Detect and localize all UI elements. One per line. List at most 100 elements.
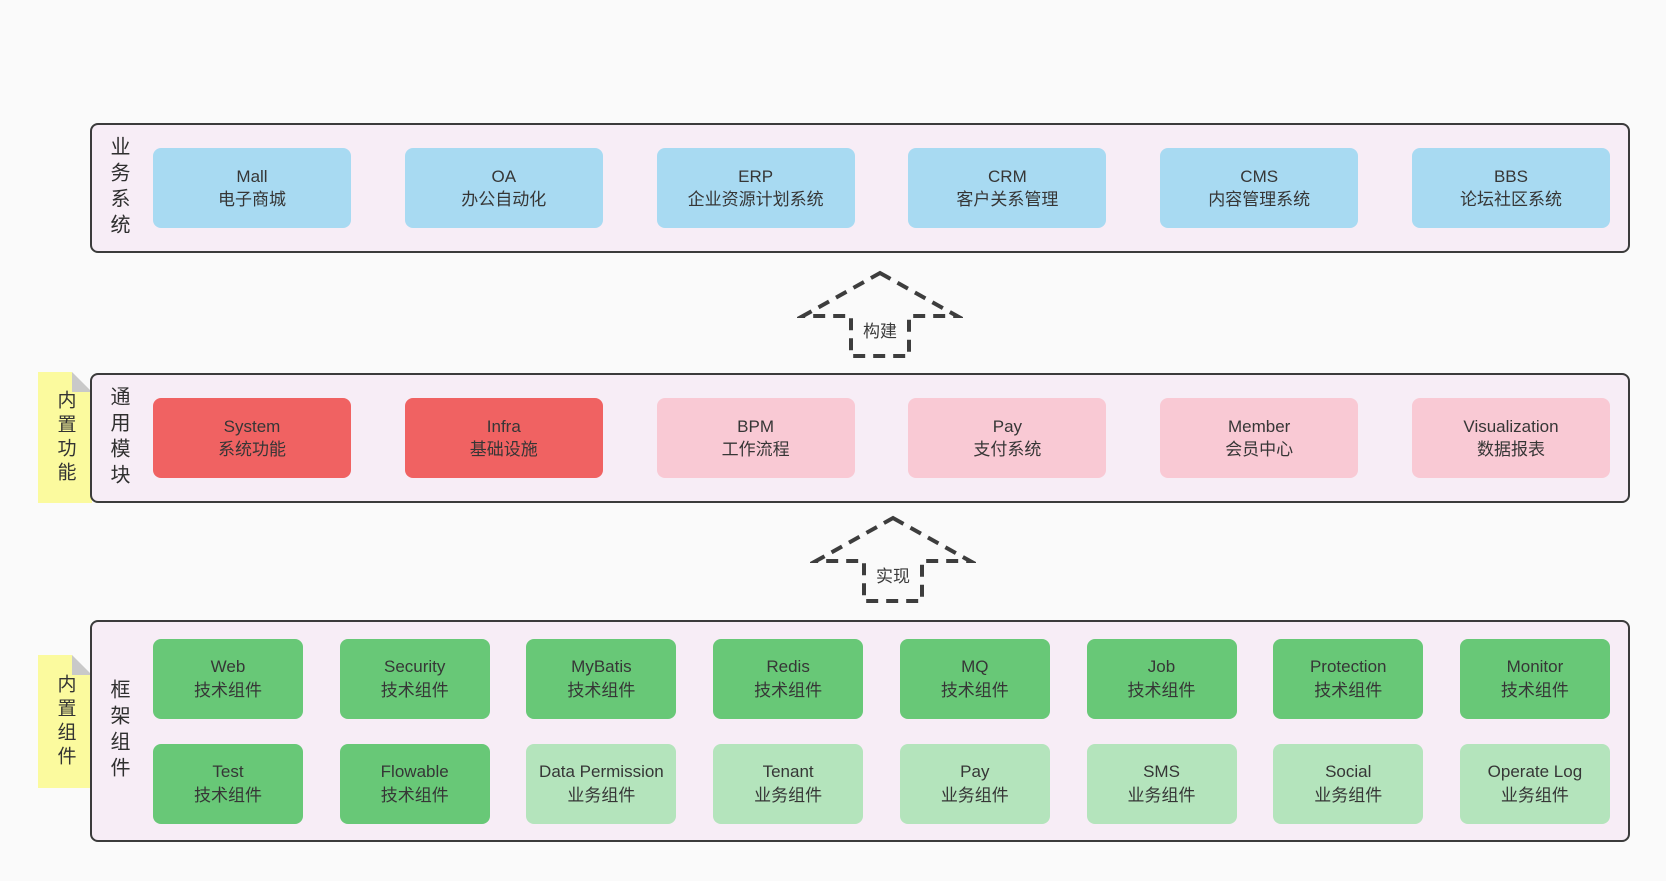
module-box-subtitle: 技术组件 bbox=[1314, 680, 1383, 700]
panel-title-business-systems: 业务系统 bbox=[107, 136, 129, 240]
module-box-mall: Mall 电子商城 bbox=[153, 148, 351, 228]
module-box-subtitle: 业务组件 bbox=[1500, 785, 1569, 805]
module-box-title: Test bbox=[212, 762, 244, 782]
module-box-security: Security 技术组件 bbox=[339, 638, 490, 719]
module-box-operate-log: Operate Log 业务组件 bbox=[1459, 743, 1610, 824]
module-box-web: Web 技术组件 bbox=[153, 638, 303, 719]
module-box-monitor: Monitor 技术组件 bbox=[1459, 638, 1610, 719]
panel-title-framework-components: 框架组件 bbox=[107, 679, 129, 783]
module-box-protection: Protection 技术组件 bbox=[1273, 638, 1424, 719]
folded-corner-icon bbox=[72, 655, 92, 675]
module-box-title: Data Permission bbox=[539, 762, 664, 782]
module-box-system: System 系统功能 bbox=[153, 398, 351, 478]
module-box-test: Test 技术组件 bbox=[153, 743, 303, 824]
implement-arrow-label: 实现 bbox=[872, 561, 914, 588]
module-box-tenant: Tenant 业务组件 bbox=[713, 743, 864, 824]
module-box-title: SMS bbox=[1143, 762, 1180, 782]
module-box-subtitle: 客户关系管理 bbox=[956, 190, 1059, 209]
module-box-sms: SMS 业务组件 bbox=[1086, 743, 1237, 824]
module-box-title: System bbox=[223, 416, 281, 436]
module-box-mq: MQ 技术组件 bbox=[899, 638, 1050, 719]
module-box-title: Mall bbox=[236, 166, 268, 186]
module-box-subtitle: 技术组件 bbox=[194, 785, 262, 805]
module-box-subtitle: 业务组件 bbox=[940, 785, 1009, 805]
module-box-subtitle: 业务组件 bbox=[567, 785, 636, 805]
module-box-job: Job 技术组件 bbox=[1086, 638, 1237, 719]
module-box-mybatis: MyBatis 技术组件 bbox=[526, 638, 677, 719]
module-box-visualization: Visualization 数据报表 bbox=[1411, 398, 1610, 478]
module-box-crm: CRM 客户关系管理 bbox=[908, 148, 1107, 228]
module-box-title: Flowable bbox=[380, 762, 449, 782]
folded-corner-icon bbox=[72, 372, 92, 392]
module-box-title: CMS bbox=[1240, 166, 1279, 186]
module-box-subtitle: 技术组件 bbox=[1500, 680, 1569, 700]
module-box-subtitle: 会员中心 bbox=[1225, 440, 1294, 459]
module-box-title: Security bbox=[383, 657, 446, 677]
module-box-title: Infra bbox=[486, 416, 521, 436]
module-box-subtitle: 技术组件 bbox=[940, 680, 1009, 700]
sticky-note-built-in-features: 内置功能 bbox=[38, 372, 92, 503]
module-box-subtitle: 技术组件 bbox=[194, 680, 262, 700]
module-box-subtitle: 内容管理系统 bbox=[1208, 190, 1311, 209]
module-box-subtitle: 技术组件 bbox=[380, 680, 449, 700]
module-box-subtitle: 系统功能 bbox=[218, 440, 286, 459]
module-box-title: Monitor bbox=[1506, 657, 1564, 677]
module-box-title: MyBatis bbox=[571, 657, 632, 677]
implement-arrow: 实现 bbox=[810, 513, 976, 605]
module-box-subtitle: 技术组件 bbox=[380, 785, 449, 805]
build-arrow: 构建 bbox=[797, 268, 963, 360]
module-box-bpm: BPM 工作流程 bbox=[656, 398, 855, 478]
module-box-subtitle: 技术组件 bbox=[567, 680, 636, 700]
panel-framework-components: 框架组件 Web 技术组件 Security 技术组件 MyBatis 技术组件 Redis… bbox=[90, 620, 1630, 842]
module-box-subtitle: 论坛社区系统 bbox=[1459, 190, 1562, 209]
module-box-erp: ERP 企业资源计划系统 bbox=[656, 148, 855, 228]
module-box-subtitle: 数据报表 bbox=[1476, 440, 1545, 459]
module-box-data-permission: Data Permission 业务组件 bbox=[526, 743, 677, 824]
module-box-title: Tenant bbox=[762, 762, 814, 782]
module-box-subtitle: 技术组件 bbox=[1127, 680, 1196, 700]
module-box-title: Job bbox=[1147, 657, 1176, 677]
module-box-subtitle: 业务组件 bbox=[1314, 785, 1383, 805]
module-box-bbs: BBS 论坛社区系统 bbox=[1411, 148, 1610, 228]
module-box-subtitle: 业务组件 bbox=[1127, 785, 1196, 805]
module-box-title: Visualization bbox=[1463, 416, 1559, 436]
module-box-flowable: Flowable 技术组件 bbox=[339, 743, 490, 824]
module-box-title: Redis bbox=[766, 657, 810, 677]
module-box-title: MQ bbox=[961, 657, 989, 677]
module-box-title: BBS bbox=[1493, 166, 1528, 186]
module-box-title: OA bbox=[491, 166, 517, 186]
module-box-title: Web bbox=[210, 657, 246, 677]
module-box-title: Pay bbox=[960, 762, 990, 782]
module-box-subtitle: 业务组件 bbox=[754, 785, 823, 805]
module-box-pay: Pay 业务组件 bbox=[899, 743, 1050, 824]
module-box-title: Pay bbox=[992, 416, 1023, 436]
sticky-note-label: 内置功能 bbox=[54, 389, 76, 486]
module-box-title: Protection bbox=[1309, 657, 1387, 677]
module-box-subtitle: 支付系统 bbox=[973, 440, 1042, 459]
sticky-note-built-in-components: 内置组件 bbox=[38, 655, 92, 788]
module-box-title: CRM bbox=[988, 166, 1027, 186]
sticky-note-label: 内置组件 bbox=[54, 673, 76, 770]
module-box-title: Operate Log bbox=[1487, 762, 1583, 782]
build-arrow-label: 构建 bbox=[859, 316, 901, 343]
module-box-subtitle: 电子商城 bbox=[218, 190, 286, 209]
module-box-subtitle: 企业资源计划系统 bbox=[687, 190, 824, 209]
module-box-subtitle: 工作流程 bbox=[721, 440, 790, 459]
module-box-title: ERP bbox=[738, 166, 774, 186]
module-box-cms: CMS 内容管理系统 bbox=[1160, 148, 1359, 228]
module-box-pay: Pay 支付系统 bbox=[908, 398, 1107, 478]
module-box-title: BPM bbox=[737, 416, 775, 436]
up-arrow-dashed-icon bbox=[810, 515, 976, 603]
